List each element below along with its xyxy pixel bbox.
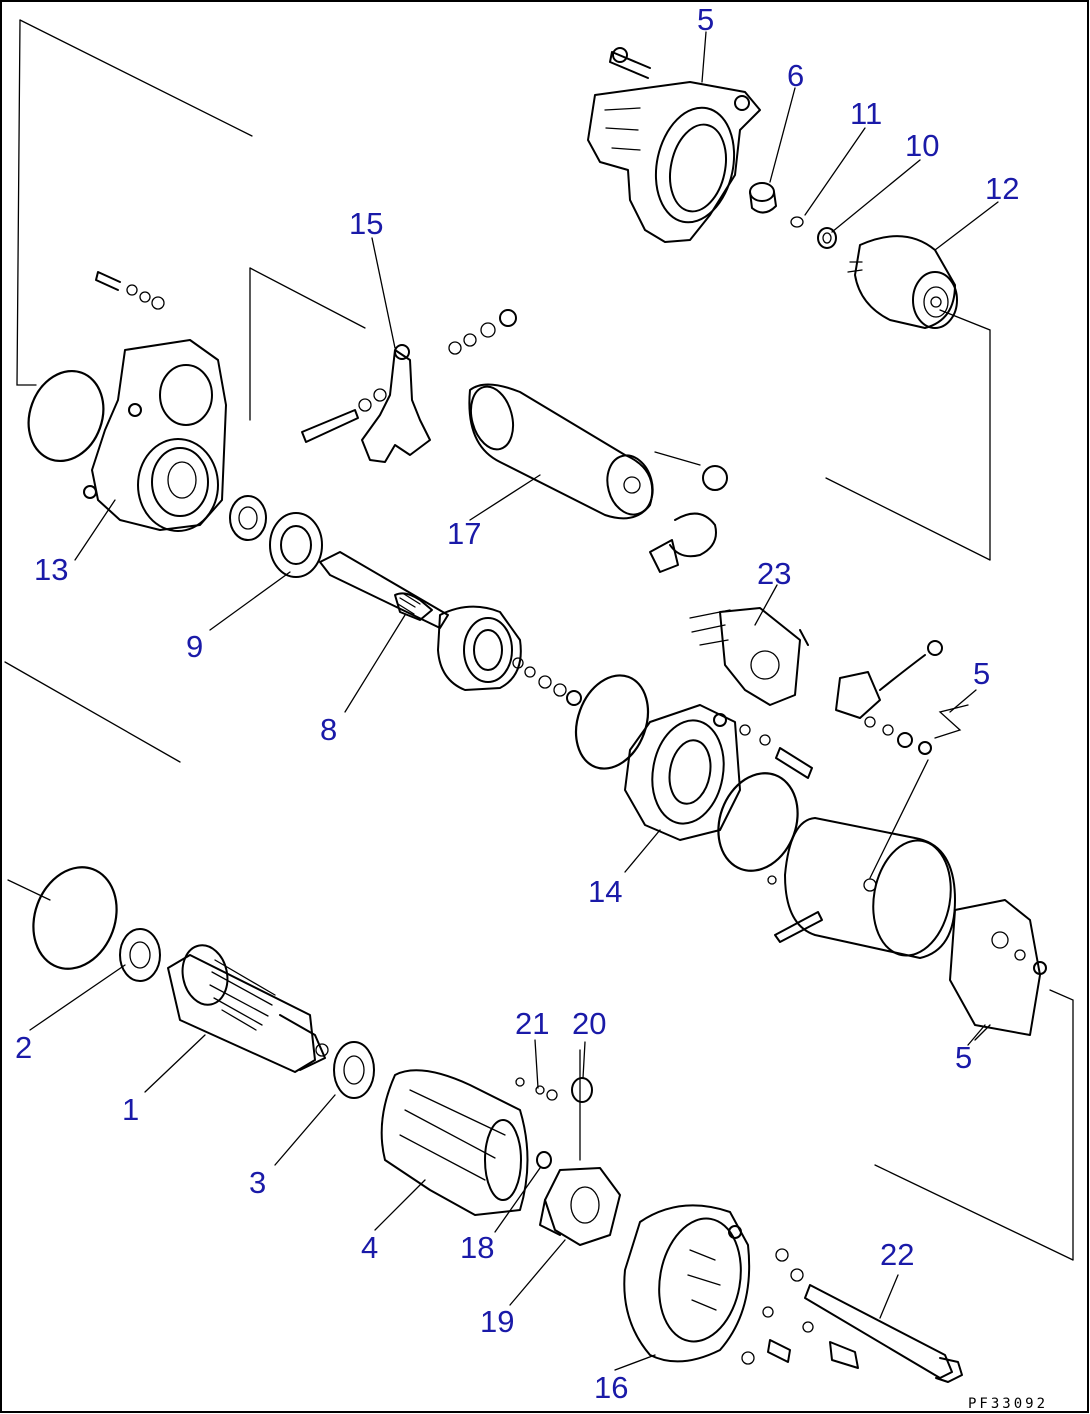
yoke-field-frame [767, 759, 956, 959]
callout-6: 5 [697, 2, 714, 37]
callout-labels: 5 6 11 10 12 15 17 13 9 23 5 8 14 2 5 21… [15, 2, 1019, 1405]
callout-9: 9 [186, 629, 203, 664]
callout-4: 4 [361, 1230, 378, 1265]
callout-8: 8 [320, 712, 337, 747]
part-18-washer [536, 1151, 552, 1169]
part-1-armature [167, 944, 329, 1073]
o-ring-middle [574, 674, 650, 770]
callout-20: 20 [572, 1006, 606, 1041]
part-22-through-bolt [741, 1248, 963, 1383]
part-8-pinion-shaft [319, 551, 582, 706]
callout-22: 22 [880, 1237, 914, 1272]
callout-5-upper: 5 [973, 656, 990, 691]
part-17-end-cover [623, 1204, 751, 1363]
part-10-washer [817, 227, 837, 249]
o-ring-upper [27, 369, 105, 463]
part-20-bushing [571, 1049, 593, 1161]
part-14-center-plate [624, 704, 813, 841]
part-15-shift-lever [301, 309, 517, 463]
callout-14: 14 [588, 874, 622, 909]
part-3-bearing [333, 1041, 375, 1099]
callout-5-lower: 5 [955, 1040, 972, 1075]
callout-3: 3 [249, 1165, 266, 1200]
part-6-front-housing [587, 47, 761, 243]
o-ring-right [717, 772, 799, 872]
part-9-bearing [229, 495, 323, 578]
part-2-bearing [119, 928, 161, 982]
callout-19: 19 [480, 1304, 514, 1339]
callout-16: 17 [447, 516, 481, 551]
callout-15: 15 [349, 206, 383, 241]
part-5-terminals-upper [835, 640, 969, 755]
part-19-planet-carrier [539, 1167, 621, 1246]
leader-lines [29, 31, 999, 1371]
callout-13: 13 [34, 552, 68, 587]
part-16-solenoid [468, 383, 728, 573]
callout-18: 18 [460, 1230, 494, 1265]
o-ring-lower [32, 866, 118, 970]
callout-23: 23 [757, 556, 791, 591]
part-13-gear-housing [83, 271, 227, 532]
callout-10: 10 [905, 128, 939, 163]
part-11-shim [790, 216, 804, 228]
part-4-internal-gear-housing [380, 1069, 529, 1216]
callout-2: 2 [15, 1030, 32, 1065]
callout-17: 16 [594, 1370, 628, 1405]
callout-11: 11 [850, 96, 882, 131]
part-23-brush-holder [689, 607, 809, 706]
callout-1: 1 [122, 1092, 139, 1127]
callout-21: 21 [515, 1006, 549, 1041]
part-7-bushing [749, 182, 777, 214]
assembly-center-lines [4, 19, 1074, 1261]
part-21-washers [515, 1077, 558, 1101]
callout-12: 12 [985, 171, 1019, 206]
drawing-code: PF33092 [968, 1396, 1048, 1412]
part-5-terminals-lower [949, 899, 1047, 1046]
part-12-magnetic-switch [847, 235, 958, 329]
callout-7: 6 [787, 58, 804, 93]
